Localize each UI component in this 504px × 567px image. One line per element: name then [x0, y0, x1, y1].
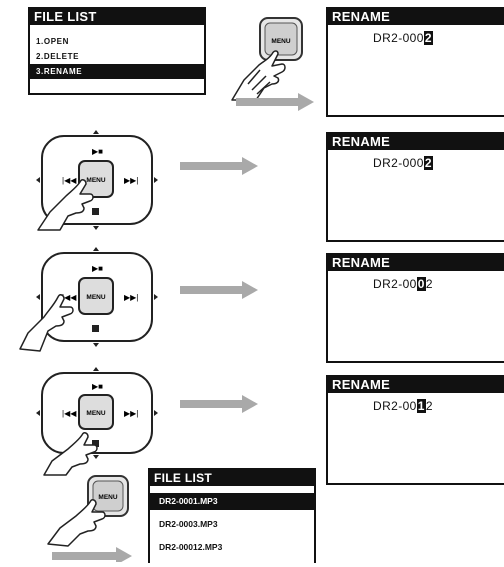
arrow-right-5	[52, 547, 132, 565]
dpad-control-2[interactable]: ▶■ |◀◀ ▶▶| MENU	[10, 245, 160, 360]
menu-button	[78, 160, 114, 198]
hand-icon	[43, 432, 98, 476]
arrow-right-1	[236, 93, 314, 111]
rename-cursor: 0	[416, 277, 426, 291]
file-list-title: FILE LIST	[30, 9, 204, 25]
menu-item-rename[interactable]: 3.RENAME	[30, 64, 204, 79]
rename-title: RENAME	[328, 377, 504, 393]
rename-screen-3: RENAME DR2-0002	[326, 253, 504, 363]
rename-title: RENAME	[328, 134, 504, 150]
file-list-screen-top: FILE LIST 1.OPEN 2.DELETE 3.RENAME	[28, 7, 206, 95]
rename-screen-4: RENAME DR2-0012	[326, 375, 504, 485]
rename-screen-2: RENAME DR2-0002	[326, 132, 504, 242]
rewind-icon: |◀◀	[62, 293, 77, 302]
play-stop-icon: ▶■	[92, 147, 103, 156]
menu-item-open[interactable]: 1.OPEN	[36, 37, 69, 46]
file-item[interactable]: DR2-00012.MP3	[159, 542, 223, 552]
file-item[interactable]: DR2-0003.MP3	[159, 519, 218, 529]
dpad-control-1[interactable]: ▶■ |◀◀ ▶▶| MENU	[10, 128, 160, 234]
stop-icon	[92, 440, 99, 447]
svg-text:MENU: MENU	[86, 410, 105, 417]
rename-filename: DR2-0002	[373, 31, 433, 45]
menu-button-press-bottom[interactable]: MENU	[44, 472, 144, 565]
stop-icon	[92, 325, 99, 332]
stop-icon	[92, 208, 99, 215]
rename-filename: DR2-0002	[373, 156, 433, 170]
file-item[interactable]: DR2-0001.MP3	[150, 493, 314, 510]
menu-button	[78, 277, 114, 315]
arrow-right-2	[180, 157, 258, 175]
hand-icon	[19, 294, 74, 352]
menu-button-label: MENU	[271, 38, 290, 45]
svg-text:MENU: MENU	[86, 177, 105, 184]
rename-cursor: 1	[416, 399, 426, 413]
forward-icon: ▶▶|	[124, 409, 138, 418]
play-stop-icon: ▶■	[92, 382, 103, 391]
rename-screen-1: RENAME DR2-0002	[326, 7, 504, 117]
dpad-control-3[interactable]: ▶■ |◀◀ ▶▶| MENU	[10, 365, 160, 477]
rename-filename: DR2-0012	[373, 399, 433, 413]
rename-filename: DR2-0002	[373, 277, 433, 291]
forward-icon: ▶▶|	[124, 176, 138, 185]
rename-cursor: 2	[423, 31, 433, 45]
file-list-screen-bottom: FILE LIST DR2-0001.MP3 DR2-0003.MP3 DR2-…	[148, 468, 316, 563]
file-list-title: FILE LIST	[150, 470, 314, 486]
hand-icon	[231, 50, 286, 101]
svg-text:MENU: MENU	[86, 294, 105, 301]
arrow-right-3	[180, 281, 258, 299]
rename-title: RENAME	[328, 255, 504, 271]
forward-icon: ▶▶|	[124, 293, 138, 302]
menu-item-delete[interactable]: 2.DELETE	[36, 52, 80, 61]
rename-cursor: 2	[423, 156, 433, 170]
hand-icon	[37, 179, 94, 231]
rename-title: RENAME	[328, 9, 504, 25]
hand-icon	[47, 499, 106, 547]
menu-button-label: MENU	[98, 494, 117, 501]
rewind-icon: |◀◀	[62, 409, 77, 418]
arrow-right-4	[180, 395, 258, 413]
menu-button-press-top[interactable]: MENU	[228, 14, 310, 110]
play-stop-icon: ▶■	[92, 264, 103, 273]
menu-button	[78, 394, 114, 430]
rewind-icon: |◀◀	[62, 176, 77, 185]
